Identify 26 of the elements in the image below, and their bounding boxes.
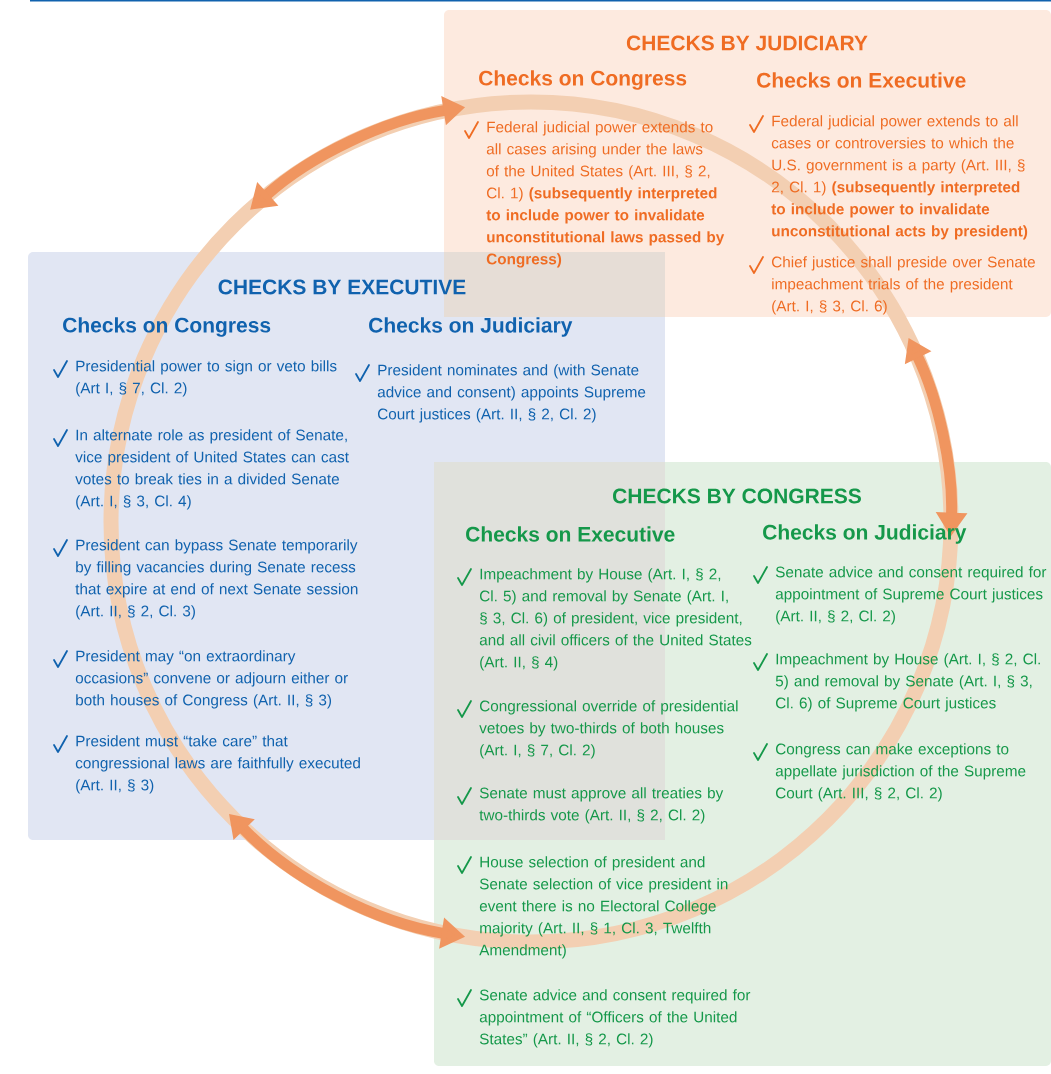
checklist-item: Senate must approve all treaties by two-thirds vote (Art. II, § 2, Cl. 2) [457,787,724,824]
panel-title: CHECKS BY EXECUTIVE [218,279,466,295]
column-heading: Checks on Executive [757,72,966,88]
checklist-item: Chief justice shall preside over Senate impeachment trials of the president (Art. I, § 3, Cl. 6) [749,256,1035,315]
column-heading: Checks on Executive [466,526,675,542]
checklist-item: President nominates and (with Senate advice and consent) appoints Supreme Court justices (Art. II, § 2, Cl. 2) [355,364,646,423]
checklist-item: Federal judicial power extends to all cases arising under the laws of the United States (Art. III, § 2, Cl. 1) (subsequently interpreted to include power to invalidate unconstitutional laws passed by Congress) [464,121,725,268]
checklist-item: Impeachment by House (Art. I, § 2, Cl. 5) and removal by Senate (Art. I, § 3, Cl. 6) of Supreme Court justices [753,653,1040,712]
checklist-item: President can bypass Senate temporarily by filling vacancies during Senate recess that expire at end of next Senate session (Art. II, § 2, Cl. 3) [53,539,358,620]
checklist-item: Presidential power to sign or veto bills (Art I, § 7, Cl. 2) [53,360,337,397]
checklist-item: In alternate role as president of Senate, vice president of United States can cast votes to break ties in a divided Senate (Art. I, § 3, Cl. 4) [53,429,349,510]
panel-title: CHECKS BY CONGRESS [613,488,861,504]
checklist-item: Federal judicial power extends to all cases or controversies to which the U.S. government is a party (Art. III, § 2, Cl. 1) (subsequently interpreted to include power to invalidate unconstitutional acts by president) [749,115,1028,240]
checklist-item: President may “on extraordinary occasions” convene or adjourn either or both houses of Congress (Art. II, § 3) [53,650,348,709]
checklist-item: House selection of president and Senate selection of vice president in event there is no Electoral College majority (Art. II, § 1, Cl. 3, Twelfth Amendment) [457,856,728,959]
column-heading: Checks on Judiciary [369,317,573,337]
checklist-item: Congressional override of presidential vetoes by two-thirds of both houses (Art. I, § 7, Cl. 2) [457,700,738,759]
column-heading: Checks on Congress [63,317,271,337]
checklist-item: Congress can make exceptions to appellate jurisdiction of the Supreme Court (Art. III, § 2, Cl. 2) [753,743,1026,802]
checklist-item: Impeachment by House (Art. I, § 2, Cl. 5) and removal by Senate (Art. I, § 3, Cl. 6) of president, vice president, and all civil officers of the United States (Art. II, § 4) [457,568,752,671]
checklist-item: President must “take care” that congressional laws are faithfully executed (Art. II, § 3) [53,735,360,794]
checklist-item: Senate advice and consent required for appointment of “Officers of the United States” (Art. II, § 2, Cl. 2) [457,989,751,1048]
checklist-item: Senate advice and consent required for appointment of Supreme Court justices (Art. II, § 2, Cl. 2) [753,566,1047,625]
column-heading: Checks on Congress [479,70,687,90]
column-heading: Checks on Judiciary [763,524,967,544]
panel-title: CHECKS BY JUDICIARY [626,35,868,51]
